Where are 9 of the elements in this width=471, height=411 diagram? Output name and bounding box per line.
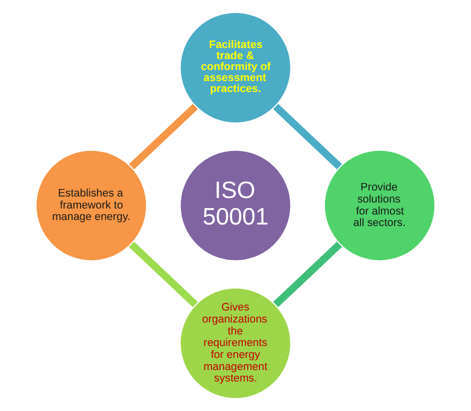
connector bbox=[273, 104, 342, 170]
node-circle: Establishes a framework to manage energy. bbox=[34, 148, 148, 262]
connector bbox=[128, 242, 198, 308]
node-circle: ISO 50001 bbox=[178, 148, 292, 262]
connector bbox=[129, 104, 198, 170]
node-circle: Gives organizations the requirements for energy management systems. bbox=[178, 286, 292, 400]
node-circle: Facilitates trade & conformity of assessment practices. bbox=[178, 11, 292, 124]
node-circle: Provide solutions for almost all sectors. bbox=[323, 148, 436, 262]
connector bbox=[273, 242, 342, 308]
